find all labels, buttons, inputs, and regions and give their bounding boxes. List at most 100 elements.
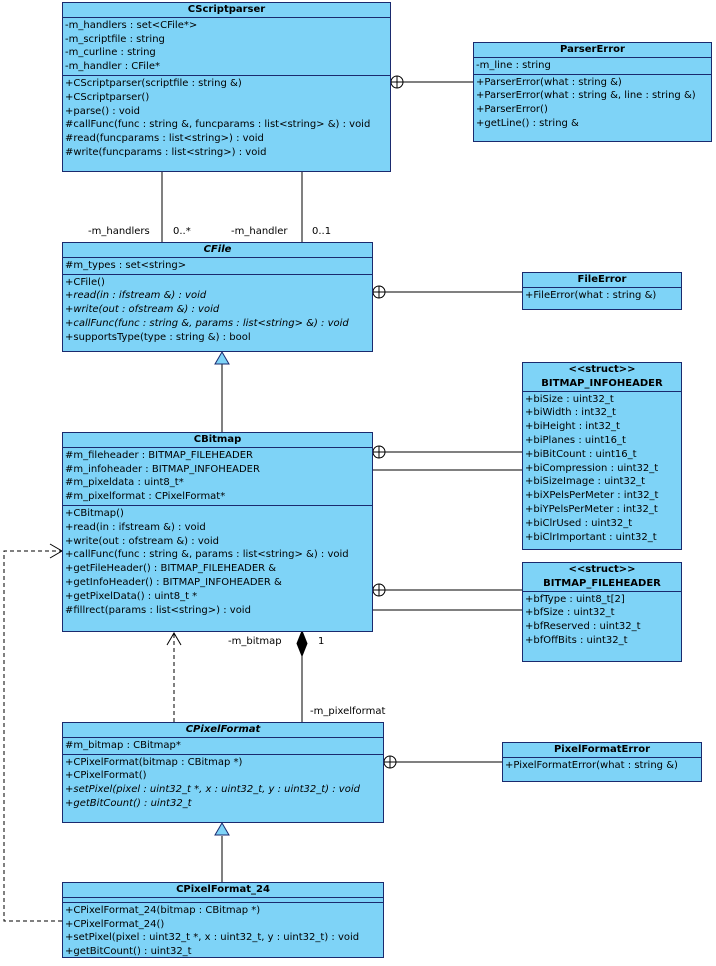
member-row: +setPixel(pixel : uint32_t *, x : uint32… xyxy=(65,784,360,796)
operations-section: +FileError(what : string &) xyxy=(523,286,681,304)
member-row: +biBitCount : uint16_t xyxy=(525,448,637,460)
class-title: BITMAP_INFOHEADER xyxy=(541,377,663,389)
member-row: #write(funcparams : list<string>) : void xyxy=(65,146,267,158)
member-row: #fillrect(params : list<string>) : void xyxy=(65,604,251,616)
class-cbitmap[interactable]: CBitmap #m_fileheader : BITMAP_FILEHEADE… xyxy=(62,432,373,632)
member-row: +CScriptparser() xyxy=(65,91,150,103)
member-row: +ParserError(what : string &, line : str… xyxy=(476,90,696,102)
nesting-circle-parsererror xyxy=(390,75,404,89)
member-row: +CPixelFormat_24(bitmap : CBitmap *) xyxy=(65,904,261,916)
member-row: -m_line : string xyxy=(476,59,551,71)
class-title: CFile xyxy=(203,244,232,255)
role-label-m-handlers: -m_handlers xyxy=(88,226,150,237)
class-title: FileError xyxy=(577,274,627,285)
member-row: +parse() : void xyxy=(65,105,141,117)
member-row: +biWidth : int32_t xyxy=(525,407,616,419)
member-row: +CPixelFormat(bitmap : CBitmap *) xyxy=(65,756,243,768)
member-row: +getInfoHeader() : BITMAP_INFOHEADER & xyxy=(65,576,282,588)
member-row: +bfType : uint8_t[2] xyxy=(525,593,625,605)
role-label-m-bitmap: -m_bitmap xyxy=(228,636,282,647)
operations-section: +CScriptparser(scriptfile : string &) +CS… xyxy=(63,74,390,161)
class-parsererror[interactable]: ParserError -m_line : string +ParserErro… xyxy=(473,42,712,142)
composition-diamond xyxy=(296,629,308,658)
member-row: -m_scriptfile : string xyxy=(65,33,165,45)
operations-section: +PixelFormatError(what : string &) xyxy=(503,756,701,774)
member-row: #m_bitmap : CBitmap* xyxy=(65,739,181,751)
member-row: +getPixelData() : uint8_t * xyxy=(65,590,198,602)
member-row: +write(out : ofstream &) : void xyxy=(65,535,219,547)
member-row: +biPlanes : uint16_t xyxy=(525,434,626,446)
member-row: +CPixelFormat() xyxy=(65,770,147,782)
member-row: +ParserError() xyxy=(476,104,548,116)
member-row: -m_handlers : set<CFile*> xyxy=(65,19,198,31)
member-row: #read(funcparams : list<string>) : void xyxy=(65,133,264,145)
member-row: +bfOffBits : uint32_t xyxy=(525,634,628,646)
member-row: +CPixelFormat_24() xyxy=(65,918,165,930)
member-row: +read(in : ifstream &) : void xyxy=(65,521,206,533)
member-row: +getFileHeader() : BITMAP_FILEHEADER & xyxy=(65,563,277,575)
struct-bitmap-fileheader[interactable]: <<struct>> BITMAP_FILEHEADER +bfType : u… xyxy=(522,562,682,662)
nesting-circle-fileerror xyxy=(372,285,386,299)
member-row: +CFile() xyxy=(65,276,105,288)
member-row: +getBitCount() : uint32_t xyxy=(65,946,192,958)
member-row: +read(in : ifstream &) : void xyxy=(65,290,207,302)
attributes-section: +bfType : uint8_t[2] +bfSize : uint32_t +b… xyxy=(523,590,681,649)
nesting-circle-infoheader xyxy=(372,445,386,459)
member-row: +biYPelsPerMeter : int32_t xyxy=(525,503,658,515)
role-label-m-pixelformat: -m_pixelformat xyxy=(310,706,386,717)
member-row: +biHeight : int32_t xyxy=(525,421,620,433)
multiplicity-label-many: 0..* xyxy=(173,226,191,237)
member-row: +FileError(what : string &) xyxy=(525,289,657,301)
member-row: #m_pixelformat : CPixelFormat* xyxy=(65,491,226,503)
member-row: -m_curline : string xyxy=(65,47,156,59)
attributes-section: #m_bitmap : CBitmap* xyxy=(63,736,383,754)
member-row: +biXPelsPerMeter : int32_t xyxy=(525,490,659,502)
operations-section: +CPixelFormat(bitmap : CBitmap *) +CPixel… xyxy=(63,753,383,812)
role-label-m-handler: -m_handler xyxy=(231,226,288,237)
stereotype-label: <<struct>> xyxy=(568,564,636,575)
member-row: +bfSize : uint32_t xyxy=(525,607,615,619)
multiplicity-label-optional: 0..1 xyxy=(312,226,332,237)
class-title: CBitmap xyxy=(193,434,242,445)
class-cpixelformat[interactable]: CPixelFormat #m_bitmap : CBitmap* +CPixe… xyxy=(62,722,384,823)
class-title: CScriptparser xyxy=(187,4,266,15)
member-row: #callFunc(func : string &, funcparams : … xyxy=(65,119,371,131)
nesting-circle-fileheader xyxy=(372,583,386,597)
class-title: CPixelFormat xyxy=(185,724,261,735)
dependency-line-cpixelformat24 xyxy=(3,550,62,922)
attributes-section xyxy=(63,896,383,902)
operations-section: +CPixelFormat_24(bitmap : CBitmap *) +CPi… xyxy=(63,901,383,960)
dependency-arrowhead-cpixelformat xyxy=(166,632,182,646)
member-row: +CScriptparser(scriptfile : string &) xyxy=(65,77,242,89)
class-fileerror[interactable]: FileError +FileError(what : string &) xyxy=(522,272,682,310)
member-row: +callFunc(func : string &, params : list… xyxy=(65,549,349,561)
class-title: BITMAP_FILEHEADER xyxy=(543,577,661,589)
member-row: +PixelFormatError(what : string &) xyxy=(505,759,678,771)
member-row: +supportsType(type : string &) : bool xyxy=(65,331,251,343)
member-row: #m_infoheader : BITMAP_INFOHEADER xyxy=(65,463,260,475)
attributes-section: #m_fileheader : BITMAP_FILEHEADER #m_info… xyxy=(63,446,372,505)
member-row: +CBitmap() xyxy=(65,507,124,519)
member-row: #m_fileheader : BITMAP_FILEHEADER xyxy=(65,449,253,461)
stereotype-label: <<struct>> xyxy=(568,364,636,375)
class-cfile[interactable]: CFile #m_types : set<string> +CFile() +re… xyxy=(62,242,373,352)
member-row: +getBitCount() : uint32_t xyxy=(65,797,192,809)
attributes-section: #m_types : set<string> xyxy=(63,256,372,274)
member-row: +biSizeImage : uint32_t xyxy=(525,476,646,488)
class-cscriptparser[interactable]: CScriptparser -m_handlers : set<CFile*>-… xyxy=(62,2,391,172)
member-row: +biSize : uint32_t xyxy=(525,393,614,405)
nesting-circle-pixelformaterror xyxy=(383,755,397,769)
member-row: +biClrImportant : uint32_t xyxy=(525,531,657,543)
operations-section: +ParserError(what : string &) +ParserErro… xyxy=(474,73,711,132)
class-title: ParserError xyxy=(560,44,625,55)
member-row: +bfReserved : uint32_t xyxy=(525,621,641,633)
class-cpixelformat-24[interactable]: CPixelFormat_24 +CPixelFormat_24(bitmap … xyxy=(62,882,384,958)
member-row: +ParserError(what : string &) xyxy=(476,76,622,88)
struct-bitmap-infoheader[interactable]: <<struct>> BITMAP_INFOHEADER +biSize : u… xyxy=(522,362,682,550)
class-pixelformaterror[interactable]: PixelFormatError +PixelFormatError(what … xyxy=(502,742,702,782)
attributes-section: +biSize : uint32_t +biWidth : int32_t +biH… xyxy=(523,390,681,546)
attributes-section: -m_line : string xyxy=(474,56,711,74)
generalization-arrowhead-cfile xyxy=(214,351,230,365)
attributes-section: -m_handlers : set<CFile*> -m_scriptfile :… xyxy=(63,16,390,75)
